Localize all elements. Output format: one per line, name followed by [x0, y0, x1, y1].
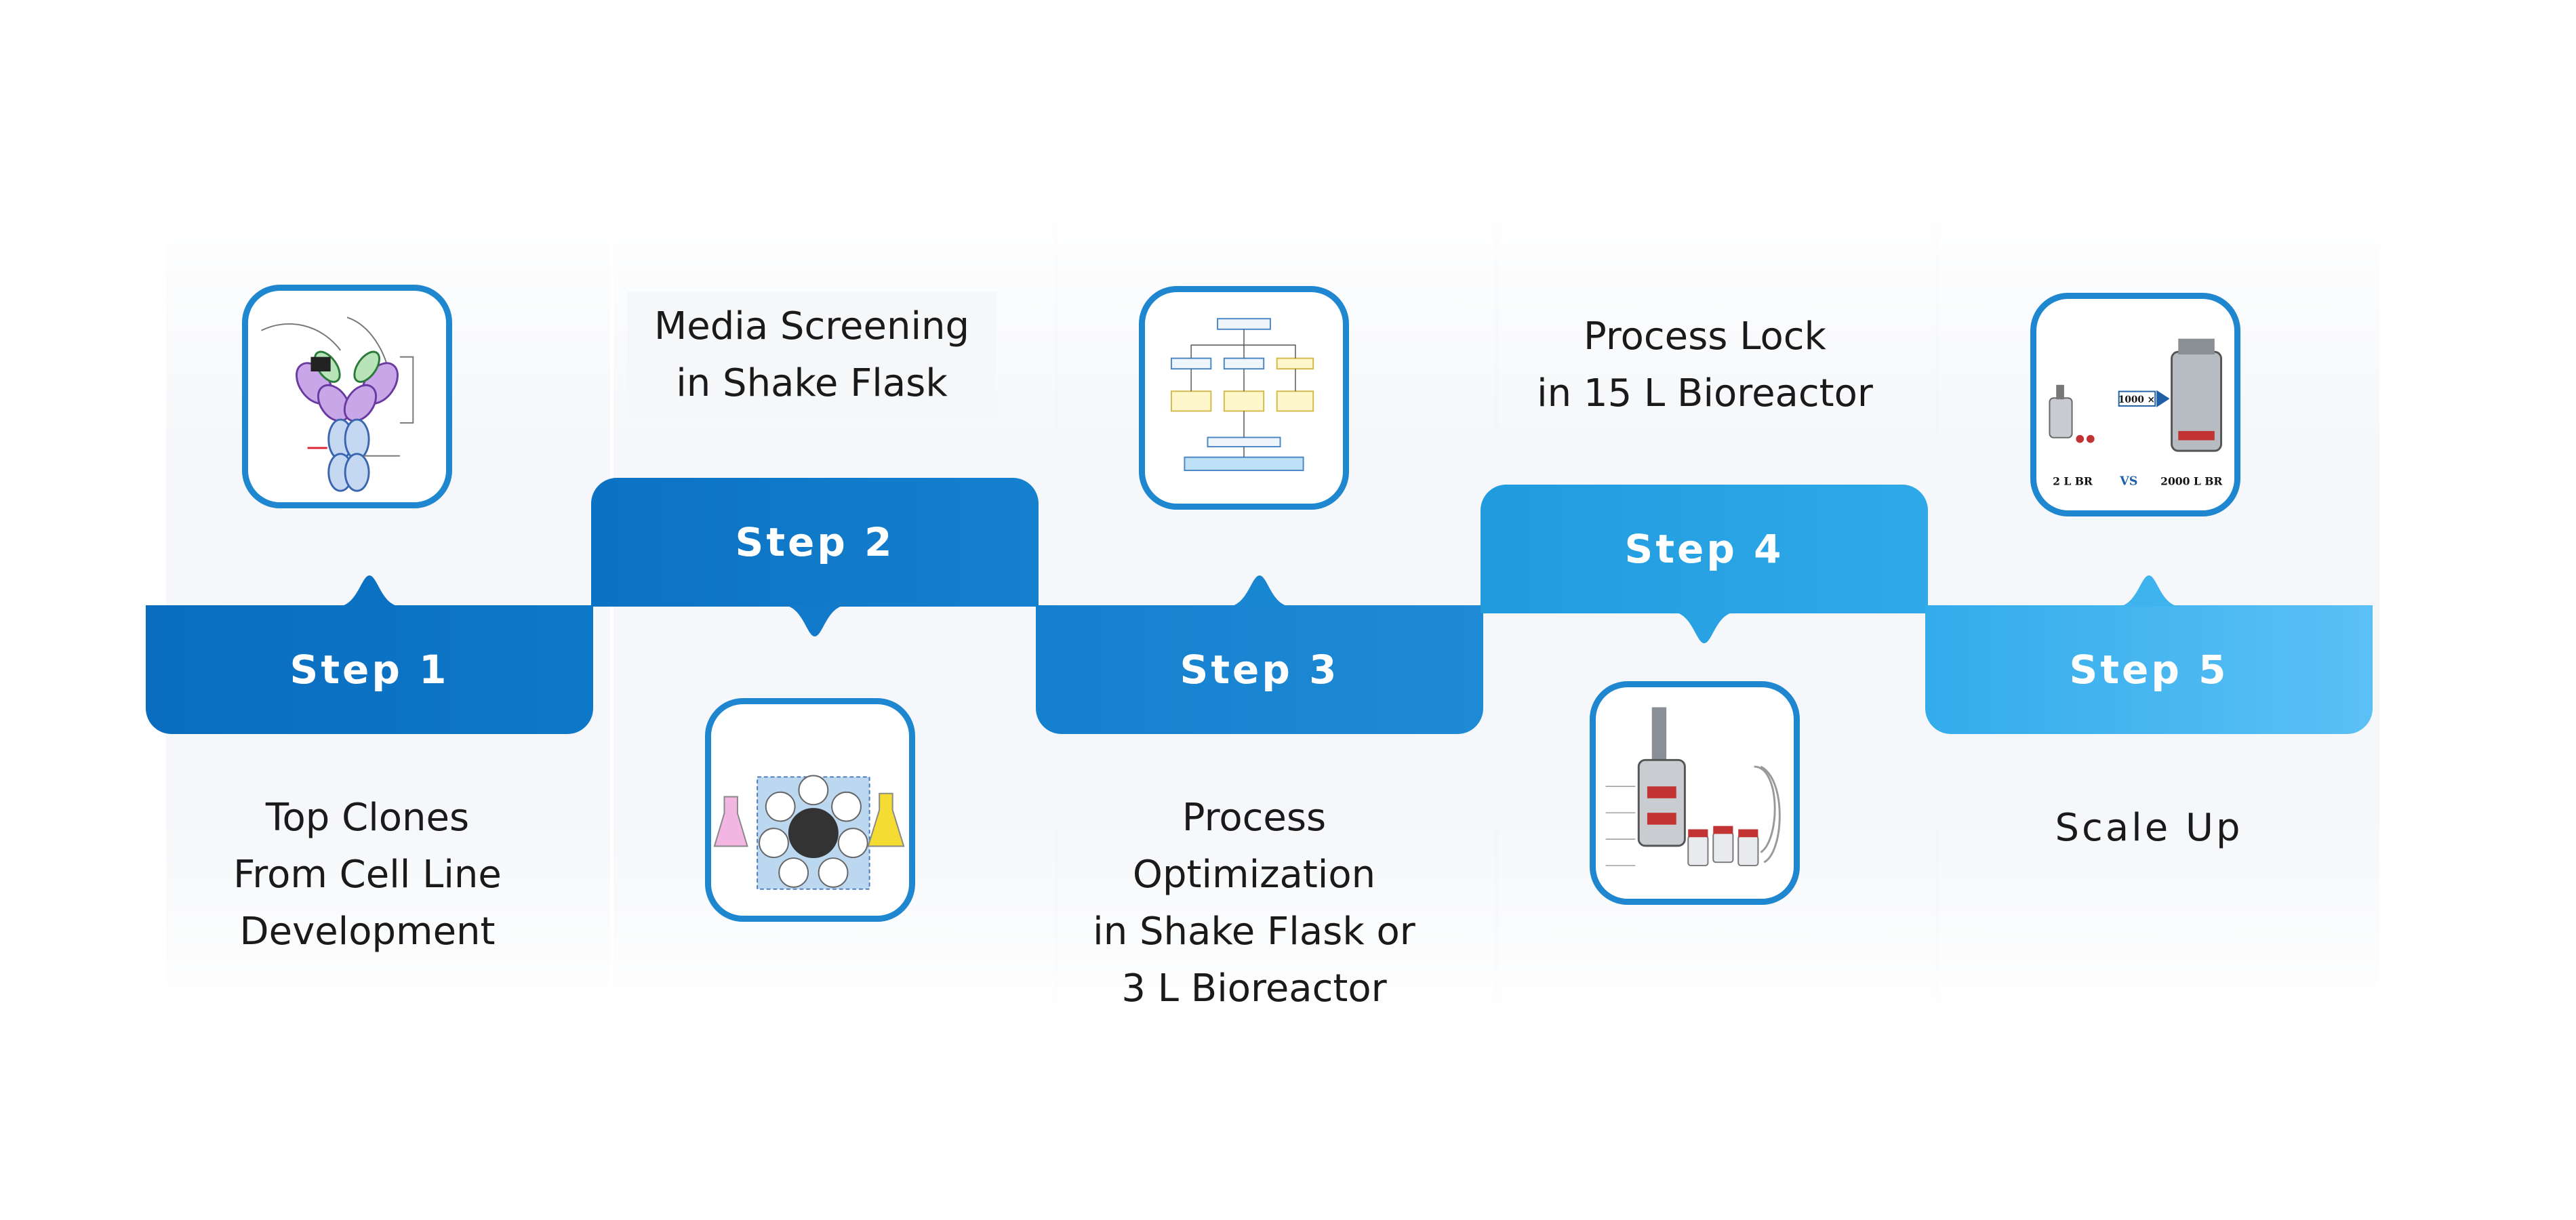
step-2-caption-line: Media Screening	[653, 304, 970, 348]
step-4-caption: Process Lock in 15 L Bioreactor	[1515, 308, 1895, 422]
step-1-caption-line: From Cell Line	[233, 853, 502, 897]
step-1-label: Step 1	[289, 647, 449, 693]
step-1-caption: Top Clones From Cell Line Development	[178, 790, 557, 960]
step-1-caption-line: Development	[239, 910, 496, 954]
step-3-pointer	[1227, 575, 1292, 607]
step-3-caption-line: Optimization	[1132, 853, 1376, 897]
step-2-label: Step 2	[735, 519, 895, 565]
step-1-image	[242, 285, 452, 508]
step-4-bar: Step 4	[1481, 485, 1928, 643]
step-1-caption-line: Top Clones	[265, 796, 470, 840]
scale-factor-label: 1000 ×	[2118, 394, 2155, 405]
small-reactor-label: 2 L BR	[2053, 475, 2093, 488]
antibody-structure-icon	[261, 317, 414, 492]
step-3-bar: Step 3	[1036, 575, 1483, 734]
scale-up-comparison-icon: 1000 × 2 L BR VS 2000 L BR	[2049, 338, 2223, 489]
step-2-caption: Media Screening in Shake Flask	[627, 291, 997, 419]
step-2-caption-line: in Shake Flask	[676, 361, 948, 405]
bioreactor-icon	[1605, 707, 1781, 867]
step-2-bar: Step 2	[591, 478, 1039, 636]
step-3-caption-line: Process	[1182, 796, 1327, 840]
step-4-label: Step 4	[1624, 526, 1784, 572]
step-2-pointer	[782, 605, 847, 636]
step-5-pointer	[2116, 575, 2181, 607]
optimization-flowchart-icon	[1170, 318, 1314, 472]
step-4-caption-line: in 15 L Bioreactor	[1537, 371, 1873, 415]
step-5-caption: Scale Up	[1959, 800, 2339, 857]
step-5-image: 1000 × 2 L BR VS 2000 L BR	[2030, 293, 2240, 516]
step-3-label: Step 3	[1180, 647, 1340, 693]
step-4-image	[1590, 681, 1800, 905]
step-3-image	[1139, 286, 1349, 510]
step-5-caption-line: Scale Up	[2055, 806, 2243, 850]
step-1-pointer	[337, 575, 402, 607]
step-4-pointer	[1672, 612, 1737, 643]
step-2-image	[705, 698, 915, 922]
step-3-caption-line: 3 L Bioreactor	[1121, 967, 1387, 1011]
step-3-caption: Process Optimization in Shake Flask or 3…	[1064, 790, 1444, 1017]
step-5-label: Step 5	[2069, 647, 2229, 693]
step-4-caption-line: Process Lock	[1584, 314, 1826, 359]
media-formulation-library-icon	[713, 775, 905, 890]
large-reactor-label: 2000 L BR	[2160, 475, 2223, 488]
step-1-bar: Step 1	[146, 575, 593, 734]
step-3-caption-line: in Shake Flask or	[1093, 910, 1415, 954]
vs-label: VS	[2119, 475, 2137, 489]
step-5-bar: Step 5	[1925, 575, 2373, 734]
